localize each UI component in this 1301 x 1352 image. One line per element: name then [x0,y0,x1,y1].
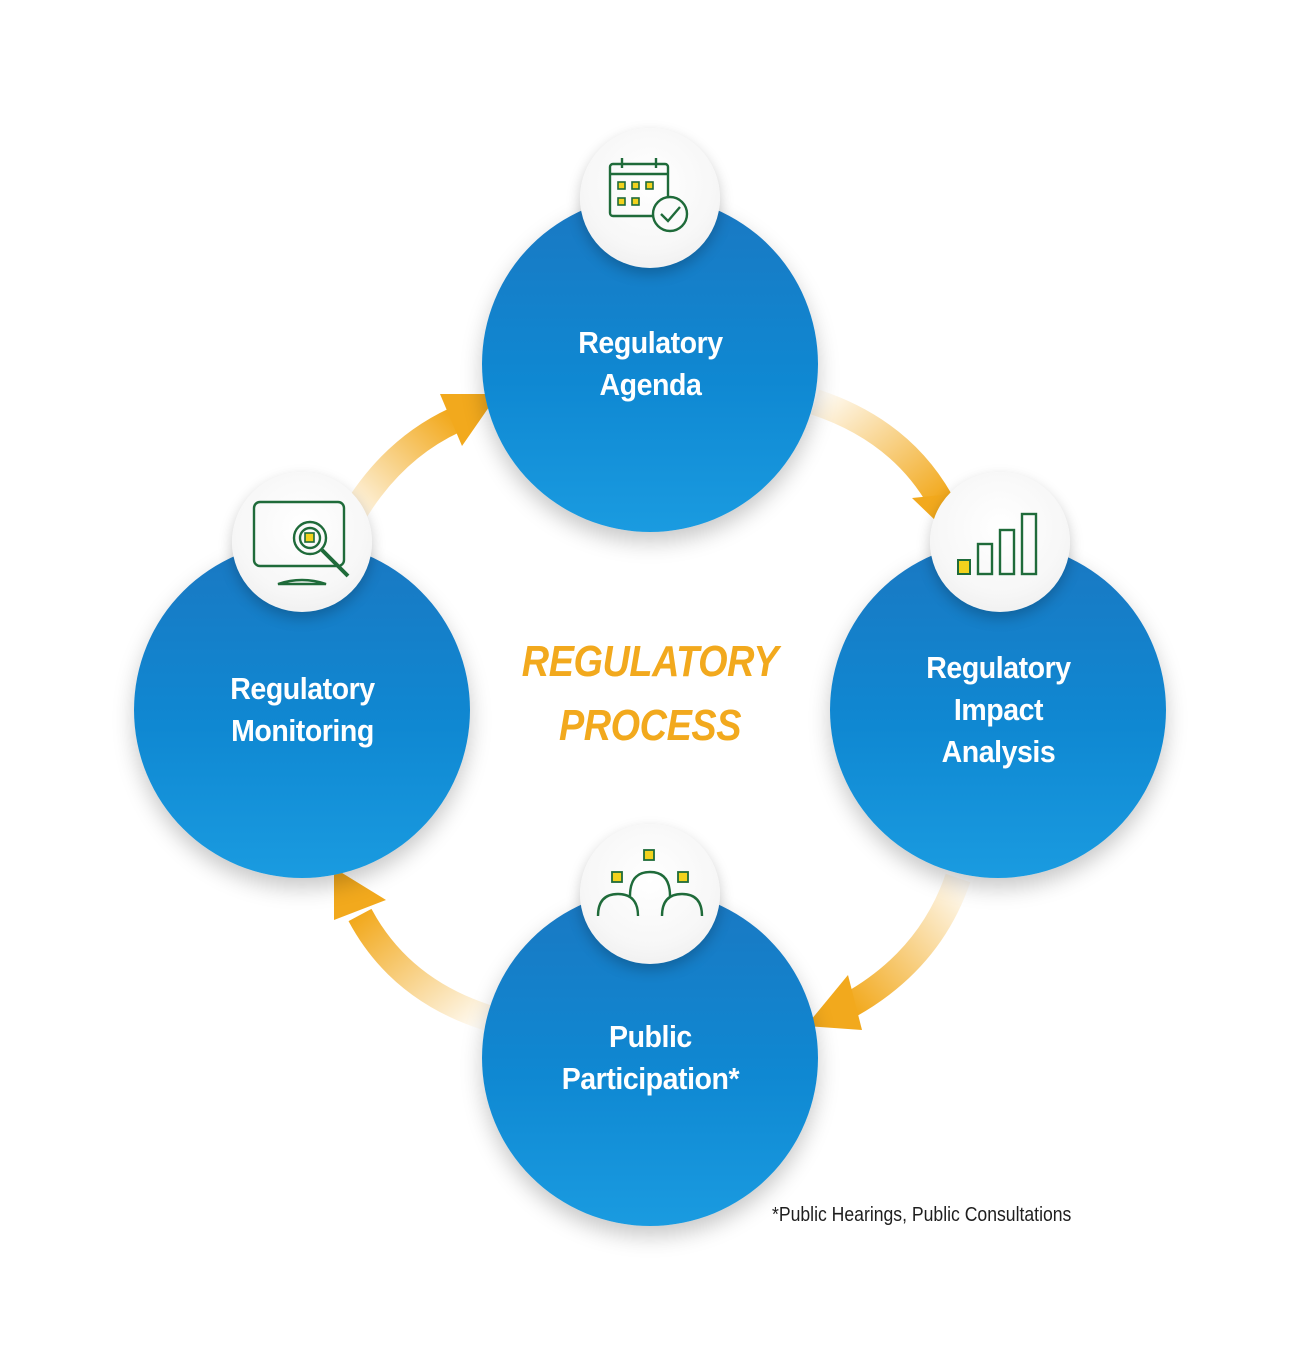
center-title: REGULATORY PROCESS [521,637,779,750]
arrow-monitoring-to-agenda [338,394,498,527]
people-group-badge [580,824,720,964]
node-label: Public Participation* [561,1019,739,1096]
bar-chart-icon [957,512,1038,576]
node-label: Regulatory Impact Analysis [925,650,1071,769]
arrow-participation-to-monitoring [334,868,493,1031]
monitor-search-icon [252,500,350,586]
calendar-check-badge [580,128,720,268]
people-group-icon [596,849,704,917]
node-label: Regulatory Monitoring [229,671,375,748]
calendar-check-icon [608,158,689,233]
arrow-impact-to-participation [806,873,971,1030]
monitor-search-badge [232,472,372,612]
bar-chart-badge [930,472,1070,612]
footnote: *Public Hearings, Public Consultations [772,1204,1072,1226]
node-label: Regulatory Agenda [577,325,723,402]
